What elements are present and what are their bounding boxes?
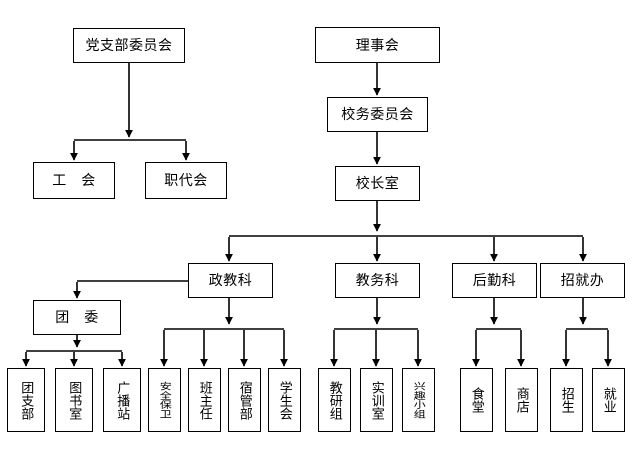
- node-admissions-employment-office[interactable]: 招就办: [540, 263, 625, 298]
- node-label: 宿管部: [237, 380, 253, 420]
- node-label: 食堂: [469, 387, 485, 413]
- node-label: 招生: [559, 387, 575, 413]
- node-employment[interactable]: 就业: [592, 368, 625, 432]
- node-label: 校长室: [355, 175, 400, 192]
- node-label: 党支部委员会: [85, 37, 173, 54]
- node-label: 工 会: [52, 172, 96, 189]
- node-library[interactable]: 图书室: [55, 368, 93, 432]
- node-board-of-directors[interactable]: 理事会: [315, 27, 440, 63]
- node-label: 政教科: [208, 272, 253, 289]
- node-logistics-dept[interactable]: 后勤科: [452, 263, 537, 298]
- node-staff-congress[interactable]: 职代会: [145, 162, 227, 199]
- node-recruitment[interactable]: 招生: [550, 368, 583, 432]
- node-label: 招就办: [560, 272, 605, 289]
- node-teaching-research-group[interactable]: 教研组: [318, 368, 351, 432]
- node-labor-union[interactable]: 工 会: [33, 162, 115, 199]
- node-shop[interactable]: 商店: [505, 368, 538, 432]
- node-party-committee[interactable]: 党支部委员会: [73, 28, 185, 63]
- node-moral-education-dept[interactable]: 政教科: [188, 263, 273, 298]
- node-label: 图书室: [67, 380, 83, 420]
- node-label: 实训室: [369, 380, 385, 420]
- node-label: 兴趣小组: [412, 381, 427, 419]
- node-label: 班主任: [197, 380, 213, 420]
- arrow-connectors: [22, 63, 612, 367]
- node-label: 团 委: [55, 309, 99, 326]
- node-security-guard[interactable]: 安全保卫: [148, 368, 181, 432]
- node-youth-league-committee[interactable]: 团 委: [33, 300, 121, 335]
- node-label: 教研组: [327, 380, 343, 420]
- node-principal-office[interactable]: 校长室: [335, 166, 420, 201]
- node-label: 广播站: [115, 380, 131, 420]
- node-league-branch[interactable]: 团支部: [7, 368, 45, 432]
- node-student-union[interactable]: 学生会: [268, 368, 301, 432]
- node-label: 职代会: [164, 172, 208, 189]
- node-label: 团支部: [19, 380, 35, 420]
- node-school-affairs-committee[interactable]: 校务委员会: [327, 97, 428, 132]
- node-label: 校务委员会: [341, 106, 414, 123]
- node-label: 安全保卫: [158, 381, 173, 419]
- node-dormitory-admin[interactable]: 宿管部: [228, 368, 261, 432]
- node-academic-affairs-dept[interactable]: 教务科: [335, 263, 420, 298]
- node-canteen[interactable]: 食堂: [460, 368, 493, 432]
- node-interest-group[interactable]: 兴趣小组: [402, 368, 435, 432]
- node-broadcast-station[interactable]: 广播站: [103, 368, 141, 432]
- node-head-teacher[interactable]: 班主任: [188, 368, 221, 432]
- node-label: 就业: [601, 387, 617, 413]
- node-label: 学生会: [277, 380, 293, 420]
- node-label: 商店: [514, 387, 530, 413]
- node-training-room[interactable]: 实训室: [360, 368, 393, 432]
- node-label: 理事会: [355, 36, 400, 53]
- node-label: 教务科: [355, 272, 400, 289]
- node-label: 后勤科: [472, 272, 517, 289]
- bus-bars: [26, 139, 608, 352]
